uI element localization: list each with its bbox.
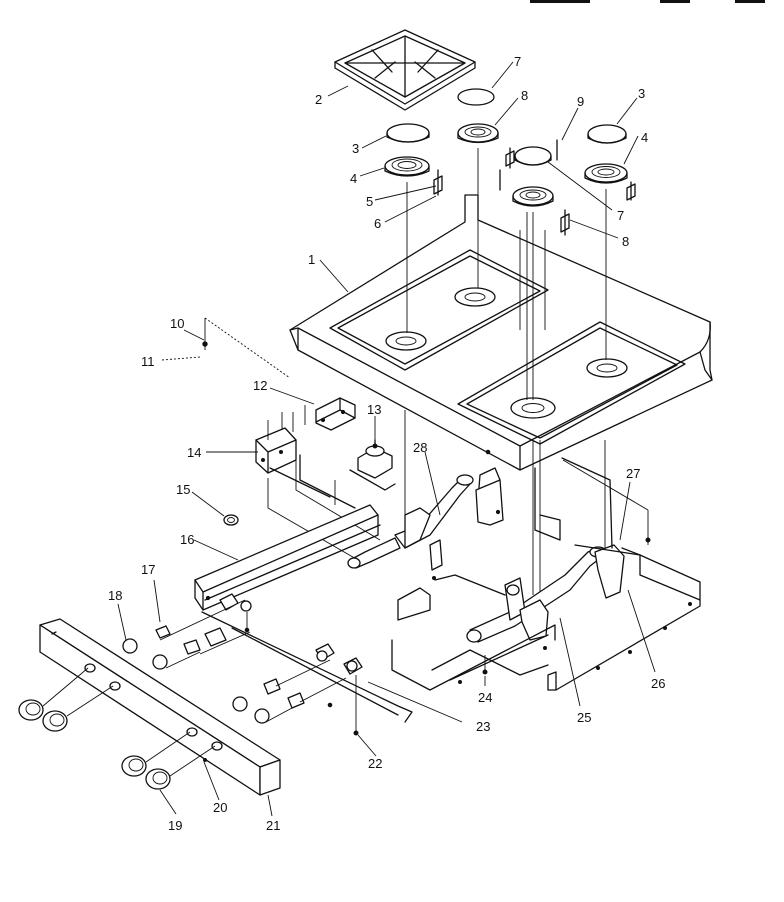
alignment-lines <box>404 148 607 595</box>
burner-grate <box>334 29 476 111</box>
callout-5: 5 <box>366 194 373 209</box>
cooktop <box>289 194 713 471</box>
spark-module <box>292 397 356 432</box>
callout-12: 12 <box>253 378 267 393</box>
burner-head-right-center <box>512 186 554 207</box>
electrodes-right <box>499 139 636 236</box>
screw-24 <box>482 655 488 675</box>
burner-head-left-rear <box>384 156 430 177</box>
callout-27: 27 <box>626 466 640 481</box>
valve-switch <box>357 439 393 479</box>
callout-15: 15 <box>176 482 190 497</box>
knob-3 <box>121 755 147 777</box>
callout-21: 21 <box>266 818 280 833</box>
callout-26: 26 <box>651 676 665 691</box>
callout-9: 9 <box>577 94 584 109</box>
callout-2: 2 <box>315 92 322 107</box>
callout-4b: 4 <box>641 130 648 145</box>
knob-2 <box>42 710 68 732</box>
callout-8a: 8 <box>521 88 528 103</box>
callout-24: 24 <box>478 690 492 705</box>
callout-16: 16 <box>180 532 194 547</box>
callout-3a: 3 <box>352 141 359 156</box>
burner-head-right-rear <box>584 163 628 184</box>
callout-17: 17 <box>141 562 155 577</box>
callout-1: 1 <box>308 252 315 267</box>
callout-labels: 1 2 3 3 4 4 5 6 7 7 8 8 9 10 11 12 13 14… <box>108 54 665 833</box>
callout-8b: 8 <box>622 234 629 249</box>
header-mark-3 <box>735 0 765 3</box>
callout-4a: 4 <box>350 171 357 186</box>
burner-tubes <box>347 449 625 643</box>
callout-19: 19 <box>168 818 182 833</box>
header-mark-2 <box>660 0 690 3</box>
callout-7a: 7 <box>514 54 521 69</box>
callout-7b: 7 <box>617 208 624 223</box>
callout-11: 11 <box>141 354 155 369</box>
knobs <box>18 667 216 790</box>
callout-22: 22 <box>368 756 382 771</box>
screw-27 <box>562 459 651 545</box>
gas-manifold <box>194 480 413 723</box>
burner-cap-center <box>457 88 495 106</box>
knob-1 <box>18 699 44 721</box>
callout-14: 14 <box>187 445 201 460</box>
orifice-spring <box>223 514 239 526</box>
burner-cap-right-center <box>514 146 552 166</box>
callout-28: 28 <box>413 440 427 455</box>
knob-4 <box>145 768 171 790</box>
burner-head-center <box>457 123 499 144</box>
gas-valves <box>219 593 363 736</box>
callout-3b: 3 <box>638 86 645 101</box>
base-frame <box>269 454 701 691</box>
callout-18: 18 <box>108 588 122 603</box>
valve-bezels <box>122 599 347 724</box>
callout-20: 20 <box>213 800 227 815</box>
callout-23: 23 <box>476 719 490 734</box>
burner-cap-left-rear <box>386 123 430 143</box>
header-mark-1 <box>530 0 590 3</box>
callout-13: 13 <box>367 402 381 417</box>
callout-leaders <box>117 61 656 817</box>
callout-25: 25 <box>577 710 591 725</box>
electrode-left <box>433 169 443 196</box>
screw-10 <box>202 317 291 379</box>
callout-10: 10 <box>170 316 184 331</box>
callout-6: 6 <box>374 216 381 231</box>
burner-cap-right-rear <box>587 124 627 144</box>
